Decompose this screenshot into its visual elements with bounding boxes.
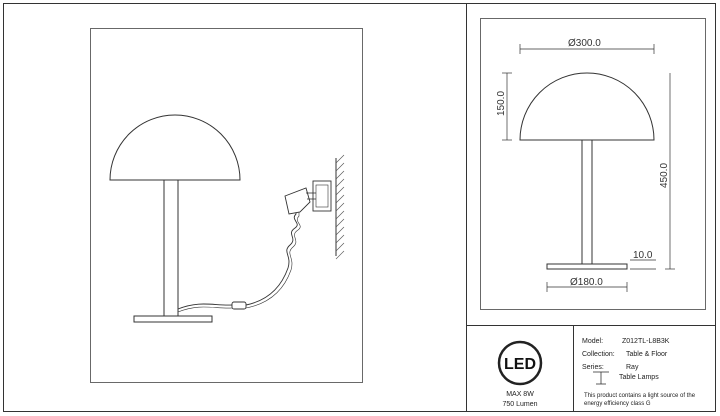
illustration-socket-inner: [315, 184, 329, 208]
model-label: Model:: [582, 338, 603, 345]
dimension-lamp-stem: [581, 139, 593, 265]
illustration-cable-to-adapter: [245, 210, 298, 306]
series-lamp-icon: [593, 371, 609, 385]
series-label: Series:: [582, 364, 604, 371]
led-logo-text: LED: [504, 356, 536, 373]
illustration-wall-socket: [312, 180, 332, 212]
energy-note-line2: energy efficiency class G: [584, 401, 651, 407]
dimension-drawing: Ø300.0 150.0 450.0 10.0 Ø180.0: [480, 18, 706, 310]
energy-note-line1: This product contains a light source of …: [584, 393, 696, 399]
illustration-cable: [177, 303, 233, 310]
illustration-cable-outer: [177, 306, 233, 313]
series-subtitle: Table Lamps: [619, 374, 659, 381]
illustration-cable-switch: [231, 301, 247, 310]
collection-value: Table & Floor: [626, 351, 668, 358]
series-value: Ray: [626, 364, 639, 371]
dimension-frame: [480, 18, 706, 310]
led-lumen: 750 Lumen: [502, 401, 537, 408]
dimension-lamp-base: [546, 263, 628, 270]
usage-illustration: [90, 28, 363, 383]
dim-base-diameter: Ø180.0: [570, 277, 603, 288]
dim-base-thickness: 10.0: [633, 250, 653, 261]
led-logo-ring: [497, 340, 543, 386]
dim-shade-diameter: Ø300.0: [568, 38, 601, 49]
led-badge: LED MAX 8W 750 Lumen: [497, 340, 543, 408]
outer-frame: [3, 3, 716, 412]
illustration-wall-hatch: [335, 154, 345, 260]
illustration-frame: [90, 28, 363, 383]
led-max-power: MAX 8W: [506, 391, 534, 398]
illustration-cable-to-adapter-outer: [245, 210, 301, 309]
illustration-lamp-shade: [109, 114, 241, 181]
dim-shade-height: 150.0: [496, 91, 507, 116]
illustration-lamp-base: [133, 315, 213, 323]
illustration-power-adapter: [284, 187, 311, 215]
model-value: Z012TL-L8B3K: [622, 338, 670, 345]
title-block: LED MAX 8W 750 Lumen Model: Z012TL-L8B3K…: [466, 325, 716, 412]
dimension-lamp-shade: [519, 72, 655, 141]
illustration-lamp-stem: [163, 179, 179, 317]
collection-label: Collection:: [582, 351, 615, 358]
dim-total-height: 450.0: [659, 163, 670, 188]
